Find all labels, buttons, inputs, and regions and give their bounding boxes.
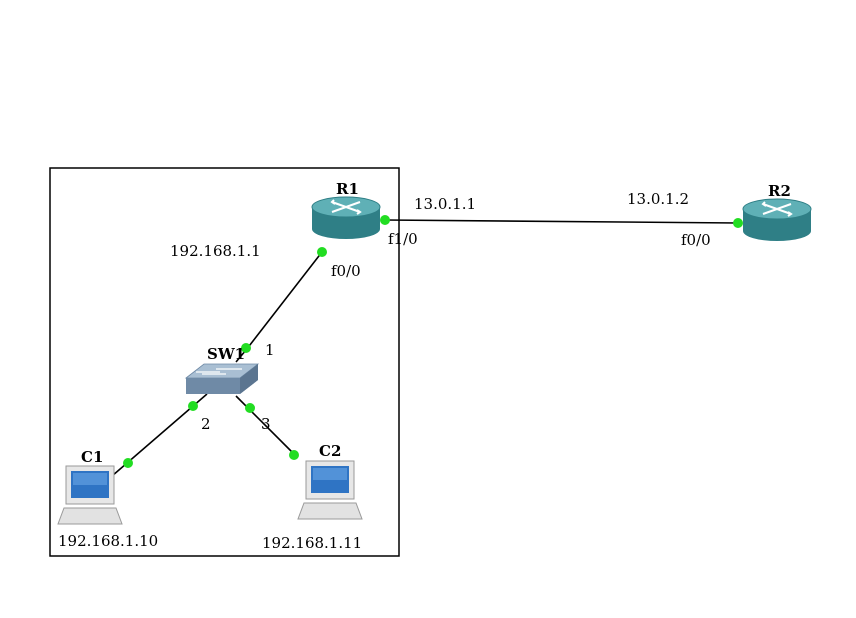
router-r1[interactable] <box>311 196 381 239</box>
endpoint-r1-f0-0 <box>317 247 327 257</box>
router-arrows-icon <box>761 201 793 217</box>
device-name-c2: C2 <box>319 442 341 460</box>
device-name-r1: R1 <box>336 180 359 198</box>
ip-label-r1-f1-0: 13.0.1.1 <box>414 195 476 213</box>
link-r1-r2[interactable] <box>384 219 739 224</box>
endpoint-c1 <box>123 458 133 468</box>
pc-c2[interactable] <box>297 460 363 520</box>
router-arrows-icon <box>330 199 362 215</box>
pc-c1[interactable] <box>57 465 123 525</box>
if-label-r1-f0-0: f0/0 <box>331 262 361 280</box>
device-name-sw1: SW1 <box>207 345 245 363</box>
lan-boundary-box <box>49 167 400 557</box>
endpoint-c2 <box>289 450 299 460</box>
ip-label-r1-f0-0: 192.168.1.1 <box>170 242 261 260</box>
if-label-r1-f1-0: f1/0 <box>388 230 418 248</box>
router-r2[interactable] <box>742 198 812 241</box>
device-name-r2: R2 <box>768 182 791 200</box>
endpoint-r2-f0-0 <box>733 218 743 228</box>
ip-label-c1: 192.168.1.10 <box>58 532 158 550</box>
ip-label-c2: 192.168.1.11 <box>262 534 362 552</box>
link-r1-sw1[interactable] <box>245 251 323 351</box>
port-label-sw1-2: 2 <box>201 415 211 433</box>
endpoint-r1-f1-0 <box>380 215 390 225</box>
switch-sw1[interactable] <box>184 363 260 394</box>
device-name-c1: C1 <box>81 448 103 466</box>
endpoint-sw1-port2 <box>188 401 198 411</box>
if-label-r2-f0-0: f0/0 <box>681 231 711 249</box>
endpoint-sw1-port3 <box>245 403 255 413</box>
port-label-sw1-3: 3 <box>261 415 271 433</box>
endpoint-sw1-port1 <box>241 343 251 353</box>
switch-arrows-icon <box>196 368 242 375</box>
link-endpoints <box>123 215 743 468</box>
port-label-sw1-1: 1 <box>265 341 275 359</box>
ip-label-r2-f0-0: 13.0.1.2 <box>627 190 689 208</box>
